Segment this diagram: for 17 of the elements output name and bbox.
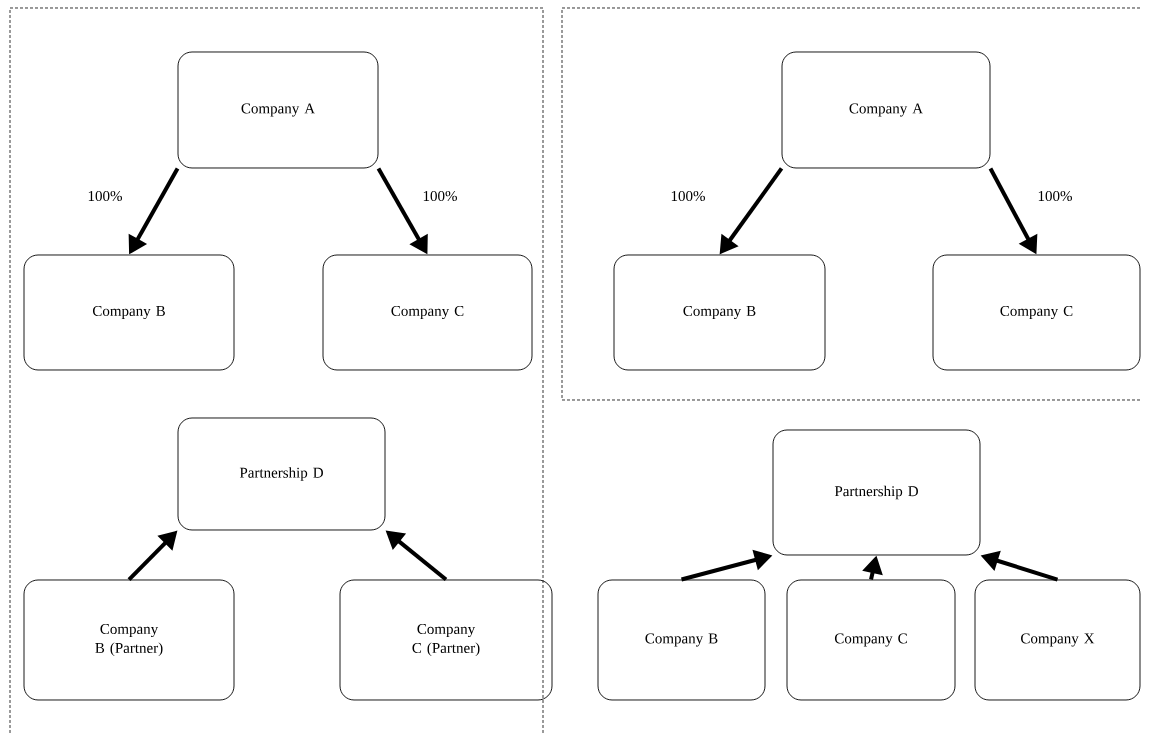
company-box: Company A [177, 51, 379, 169]
edge-label: 100% [421, 189, 459, 203]
company-box: Partnership D [177, 417, 386, 531]
company-box: Company B (Partner) [23, 579, 235, 701]
company-box: Company B [613, 254, 826, 371]
company-box: Company C [322, 254, 533, 371]
company-box: Company A [781, 51, 991, 169]
edge-label: 100% [669, 189, 707, 203]
company-box: Company C [932, 254, 1141, 371]
company-box: Company X [974, 579, 1141, 701]
company-box: Company C (Partner) [339, 579, 553, 701]
edge-label: 100% [1036, 189, 1074, 203]
company-box: Company B [23, 254, 235, 371]
edge-label: 100% [86, 189, 124, 203]
company-box: Company B [597, 579, 766, 701]
company-box: Partnership D [772, 429, 981, 556]
company-box: Company C [786, 579, 956, 701]
